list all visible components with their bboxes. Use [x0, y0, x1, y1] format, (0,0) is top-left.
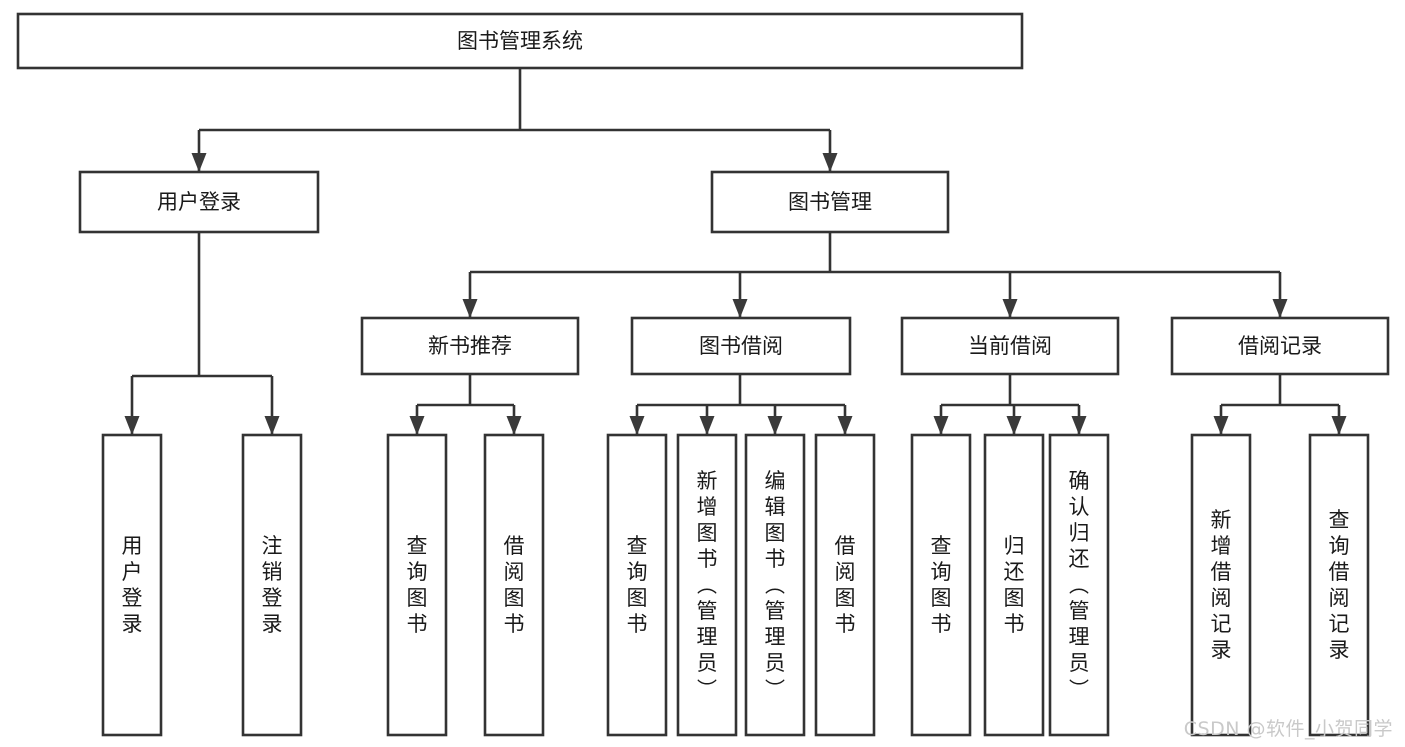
node-label-leaf-query-book-bor: 查询图书 — [627, 534, 648, 636]
arrowhead-icon — [933, 416, 949, 435]
node-label-leaf-borrow-book-bor: 借阅图书 — [835, 534, 856, 636]
node-leaf-edit-book-admin[interactable]: 编辑图书︵管理员︶ — [744, 433, 806, 737]
node-box-leaf-borrow-book-rec[interactable] — [483, 433, 545, 737]
node-box-borrow-record[interactable] — [1170, 316, 1390, 376]
node-label-leaf-add-borrow-record: 新增借阅记录 — [1211, 508, 1232, 662]
arrowhead-icon — [732, 299, 748, 318]
arrowhead-icon — [1272, 299, 1288, 318]
arrowhead-icon — [264, 416, 280, 435]
node-book-borrow[interactable]: 图书借阅 — [630, 316, 852, 376]
node-box-leaf-query-book-cur[interactable] — [910, 433, 972, 737]
node-box-new-book-recommend[interactable] — [360, 316, 580, 376]
node-box-leaf-user-login[interactable] — [101, 433, 163, 737]
node-new-book-recommend[interactable]: 新书推荐 — [360, 316, 580, 376]
node-box-leaf-add-borrow-record[interactable] — [1190, 433, 1252, 737]
node-label-book-borrow: 图书借阅 — [699, 334, 783, 358]
csdn-watermark: CSDN @软件_小贺同学 — [1183, 718, 1393, 740]
node-box-leaf-edit-book-admin[interactable] — [744, 433, 806, 737]
arrowhead-icon — [1331, 416, 1347, 435]
node-box-leaf-return-book[interactable] — [983, 433, 1045, 737]
node-label-leaf-query-borrow-record: 查询借阅记录 — [1329, 508, 1350, 662]
node-leaf-logout[interactable]: 注销登录 — [241, 433, 303, 737]
node-leaf-borrow-book-bor[interactable]: 借阅图书 — [814, 433, 876, 737]
node-label-leaf-edit-book-admin: 编辑图书︵管理员︶ — [765, 469, 786, 701]
arrowhead-icon — [191, 153, 207, 172]
node-leaf-add-book-admin[interactable]: 新增图书︵管理员︶ — [676, 433, 738, 737]
node-box-leaf-logout[interactable] — [241, 433, 303, 737]
node-leaf-query-book-rec[interactable]: 查询图书 — [386, 433, 448, 737]
connector-arrowheads — [124, 153, 1347, 435]
arrowhead-icon — [699, 416, 715, 435]
node-leaf-query-borrow-record[interactable]: 查询借阅记录 — [1308, 433, 1370, 737]
node-box-leaf-query-book-bor[interactable] — [606, 433, 668, 737]
node-label-root: 图书管理系统 — [457, 29, 583, 53]
node-label-user-login: 用户登录 — [157, 190, 241, 214]
node-root[interactable]: 图书管理系统 — [16, 12, 1024, 70]
node-label-book-manage: 图书管理 — [788, 190, 872, 214]
node-box-user-login[interactable] — [78, 170, 320, 234]
node-label-leaf-return-book: 归还图书 — [1004, 534, 1025, 636]
node-leaf-borrow-book-rec[interactable]: 借阅图书 — [483, 433, 545, 737]
node-leaf-query-book-bor[interactable]: 查询图书 — [606, 433, 668, 737]
node-box-leaf-add-book-admin[interactable] — [676, 433, 738, 737]
arrowhead-icon — [506, 416, 522, 435]
node-leaf-return-book[interactable]: 归还图书 — [983, 433, 1045, 737]
node-box-root[interactable] — [16, 12, 1024, 70]
arrowhead-icon — [767, 416, 783, 435]
arrowhead-icon — [1071, 416, 1087, 435]
node-label-leaf-query-book-rec: 查询图书 — [407, 534, 428, 636]
node-boxes: 图书管理系统用户登录图书管理新书推荐图书借阅当前借阅借阅记录用户登录注销登录查询… — [16, 12, 1390, 737]
connector-lines — [130, 68, 1341, 435]
arrowhead-icon — [462, 299, 478, 318]
node-box-leaf-query-book-rec[interactable] — [386, 433, 448, 737]
node-book-manage[interactable]: 图书管理 — [710, 170, 950, 234]
node-box-book-manage[interactable] — [710, 170, 950, 234]
arrowhead-icon — [1002, 299, 1018, 318]
node-leaf-confirm-return-admin[interactable]: 确认归还︵管理员︶ — [1048, 433, 1110, 737]
node-user-login[interactable]: 用户登录 — [78, 170, 320, 234]
node-label-current-borrow: 当前借阅 — [968, 334, 1052, 358]
node-label-leaf-user-login: 用户登录 — [122, 534, 143, 636]
node-label-leaf-logout: 注销登录 — [262, 534, 283, 636]
node-leaf-add-borrow-record[interactable]: 新增借阅记录 — [1190, 433, 1252, 737]
arrowhead-icon — [1213, 416, 1229, 435]
node-box-leaf-query-borrow-record[interactable] — [1308, 433, 1370, 737]
node-label-leaf-query-book-cur: 查询图书 — [931, 534, 952, 636]
node-current-borrow[interactable]: 当前借阅 — [900, 316, 1120, 376]
arrowhead-icon — [629, 416, 645, 435]
arrowhead-icon — [409, 416, 425, 435]
node-label-leaf-add-book-admin: 新增图书︵管理员︶ — [697, 469, 718, 701]
arrowhead-icon — [1006, 416, 1022, 435]
node-box-leaf-confirm-return-admin[interactable] — [1048, 433, 1110, 737]
node-label-leaf-borrow-book-rec: 借阅图书 — [504, 534, 525, 636]
node-borrow-record[interactable]: 借阅记录 — [1170, 316, 1390, 376]
node-box-book-borrow[interactable] — [630, 316, 852, 376]
node-label-borrow-record: 借阅记录 — [1238, 334, 1322, 358]
node-box-current-borrow[interactable] — [900, 316, 1120, 376]
node-leaf-user-login[interactable]: 用户登录 — [101, 433, 163, 737]
arrowhead-icon — [822, 153, 838, 172]
node-label-new-book-recommend: 新书推荐 — [428, 334, 512, 358]
arrowhead-icon — [124, 416, 140, 435]
node-leaf-query-book-cur[interactable]: 查询图书 — [910, 433, 972, 737]
node-box-leaf-borrow-book-bor[interactable] — [814, 433, 876, 737]
arrowhead-icon — [837, 416, 853, 435]
node-label-leaf-confirm-return-admin: 确认归还︵管理员︶ — [1069, 469, 1090, 701]
